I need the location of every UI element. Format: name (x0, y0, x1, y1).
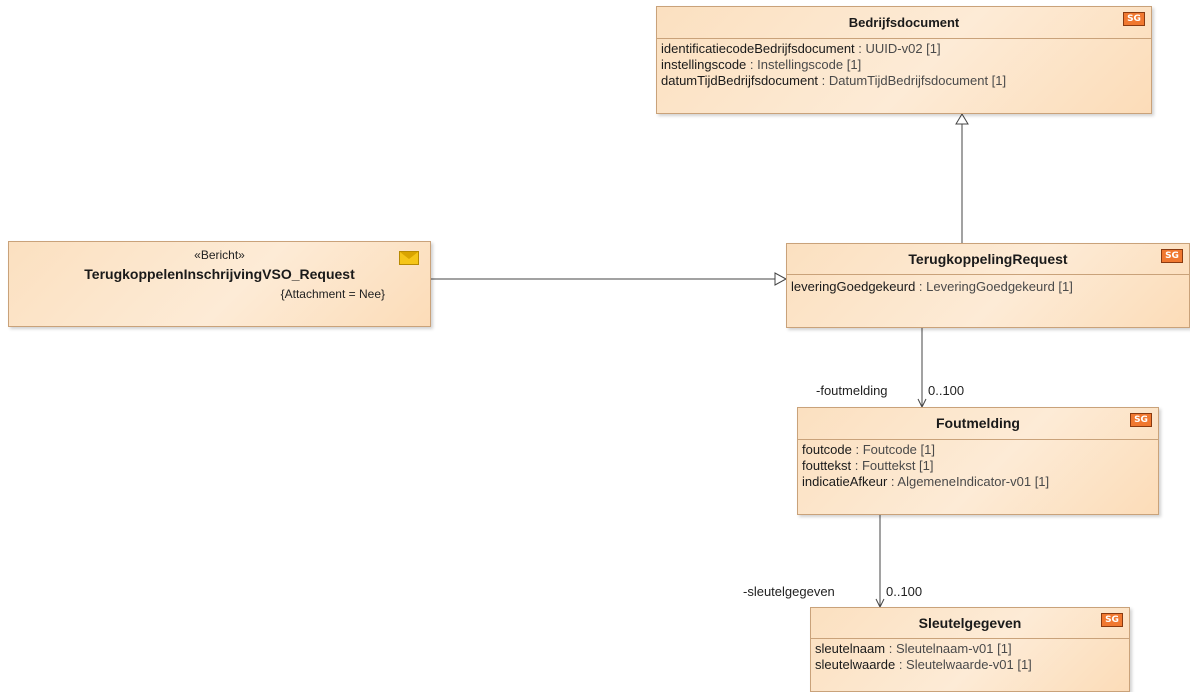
generalization-arrowhead-bericht (774, 272, 788, 286)
class-name: Foutmelding (936, 415, 1020, 431)
tagged-value: {Attachment = Nee} (280, 287, 385, 301)
class-foutmelding[interactable]: Foutmelding SG foutcode : Foutcode [1] f… (797, 407, 1159, 515)
sg-badge-icon: SG (1101, 613, 1123, 627)
stereotype-label: «Bericht» (194, 248, 245, 262)
attribute-list: leveringGoedgekeurd : LeveringGoedgekeur… (787, 275, 1189, 297)
class-header: Sleutelgegeven SG (811, 608, 1129, 639)
attribute-list: sleutelnaam : Sleutelnaam-v01 [1] sleute… (811, 639, 1129, 675)
attribute-row: identificatiecodeBedrijfsdocument : UUID… (661, 41, 941, 56)
generalization-arrowhead-bedrijfsdocument (955, 113, 969, 125)
attribute-row: datumTijdBedrijfsdocument : DatumTijdBed… (661, 73, 1007, 88)
attribute-row: indicatieAfkeur : AlgemeneIndicator-v01 … (802, 474, 1050, 489)
class-name: Bedrijfsdocument (848, 15, 960, 30)
class-sleutelgegeven[interactable]: Sleutelgegeven SG sleutelnaam : Sleuteln… (810, 607, 1130, 692)
role-label-sleutelgegeven: -sleutelgegeven (743, 584, 835, 599)
multiplicity-label-foutmelding: 0..100 (928, 383, 965, 398)
sg-badge-icon: SG (1123, 12, 1145, 26)
attribute-row: foutcode : Foutcode [1] (802, 442, 935, 457)
attribute-row: fouttekst : Fouttekst [1] (802, 458, 934, 473)
class-header: Foutmelding SG (798, 408, 1158, 440)
class-name: TerugkoppelingRequest (908, 251, 1068, 267)
sg-badge-icon: SG (1130, 413, 1152, 427)
class-header: Bedrijfsdocument SG (657, 7, 1151, 39)
sg-badge-icon: SG (1161, 249, 1183, 263)
class-terugkoppeling-request[interactable]: TerugkoppelingRequest SG leveringGoedgek… (786, 243, 1190, 328)
class-name: Sleutelgegeven (918, 615, 1022, 631)
envelope-icon (399, 251, 419, 265)
attribute-row: sleutelwaarde : Sleutelwaarde-v01 [1] (815, 657, 1032, 672)
class-name: TerugkoppelenInschrijvingVSO_Request (84, 266, 355, 282)
class-bedrijfsdocument[interactable]: Bedrijfsdocument SG identificatiecodeBed… (656, 6, 1152, 114)
attribute-row: instellingscode : Instellingscode [1] (661, 57, 862, 72)
class-bericht[interactable]: «Bericht» TerugkoppelenInschrijvingVSO_R… (8, 241, 431, 327)
attribute-row: sleutelnaam : Sleutelnaam-v01 [1] (815, 641, 1012, 656)
attribute-row: leveringGoedgekeurd : LeveringGoedgekeur… (791, 279, 1073, 294)
attribute-list: foutcode : Foutcode [1] fouttekst : Fout… (798, 440, 1158, 492)
attribute-list: identificatiecodeBedrijfsdocument : UUID… (657, 39, 1151, 91)
multiplicity-label-sleutelgegeven: 0..100 (886, 584, 923, 599)
role-label-foutmelding: -foutmelding (816, 383, 888, 398)
class-header: TerugkoppelingRequest SG (787, 244, 1189, 275)
